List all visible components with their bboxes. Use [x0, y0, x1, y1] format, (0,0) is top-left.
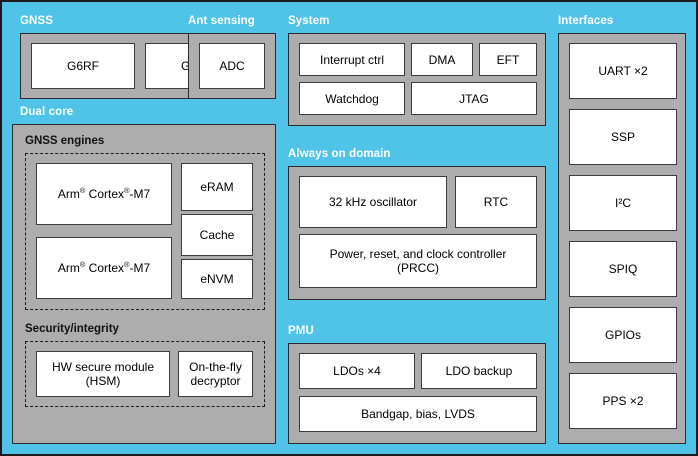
panel-always-on-domain: 32 kHz oscillator RTC Power, reset, and …: [288, 166, 546, 300]
panel-interfaces: UART ×2 SSP I²C SPIQ GPIOs PPS ×2: [558, 33, 686, 444]
section-label-dual-core: Dual core: [20, 106, 74, 118]
section-label-pmu: PMU: [288, 325, 314, 337]
block-eram[interactable]: eRAM: [181, 163, 253, 211]
section-label-interfaces: Interfaces: [558, 15, 614, 27]
prcc-line-1: Power, reset, and clock controller: [329, 247, 507, 261]
block-g6rf[interactable]: G6RF: [31, 43, 135, 89]
section-label-system: System: [288, 15, 330, 27]
block-prcc-label: Power, reset, and clock controller (PRCC…: [330, 247, 507, 275]
panel-system: Interrupt ctrl DMA EFT Watchdog JTAG: [288, 33, 546, 126]
section-label-ant-sensing: Ant sensing: [188, 15, 255, 27]
group-security-integrity: HW secure module (HSM) On-the-fly decryp…: [25, 341, 265, 407]
block-interrupt-ctrl[interactable]: Interrupt ctrl: [299, 43, 405, 76]
section-label-always-on-domain: Always on domain: [288, 148, 391, 160]
block-cortex-m7-b[interactable]: Arm® Cortex®-M7: [36, 237, 172, 299]
section-label-gnss: GNSS: [20, 15, 53, 27]
panel-dual-core: GNSS engines Arm® Cortex®-M7 Arm® Cortex…: [12, 124, 276, 444]
block-pps[interactable]: PPS ×2: [569, 373, 677, 429]
block-hw-secure-module-label: HW secure module (HSM): [52, 360, 154, 388]
block-gpios[interactable]: GPIOs: [569, 307, 677, 363]
block-i2c[interactable]: I²C: [569, 175, 677, 231]
otf-line-1: On-the-fly: [189, 360, 242, 374]
block-envm[interactable]: eNVM: [181, 259, 253, 299]
block-eft[interactable]: EFT: [479, 43, 537, 76]
block-uart[interactable]: UART ×2: [569, 43, 677, 99]
block-oscillator-32khz[interactable]: 32 kHz oscillator: [299, 176, 447, 228]
block-watchdog[interactable]: Watchdog: [299, 82, 405, 115]
group-gnss-engines: Arm® Cortex®-M7 Arm® Cortex®-M7 eRAM Cac…: [25, 153, 265, 310]
hsm-line-2: (HSM): [85, 374, 121, 388]
block-cortex-m7-a-label: Arm® Cortex®-M7: [57, 186, 151, 201]
block-cache[interactable]: Cache: [181, 214, 253, 256]
block-jtag[interactable]: JTAG: [411, 82, 537, 115]
group-label-security-integrity: Security/integrity: [25, 323, 119, 335]
block-cortex-m7-a[interactable]: Arm® Cortex®-M7: [36, 163, 172, 225]
block-rtc[interactable]: RTC: [455, 176, 537, 228]
block-hw-secure-module[interactable]: HW secure module (HSM): [36, 351, 170, 397]
block-spiq[interactable]: SPIQ: [569, 241, 677, 297]
group-label-gnss-engines: GNSS engines: [25, 135, 105, 147]
block-cortex-m7-b-label: Arm® Cortex®-M7: [57, 260, 151, 275]
block-on-the-fly-decryptor-label: On-the-fly decryptor: [189, 360, 242, 388]
block-dma[interactable]: DMA: [411, 43, 473, 76]
prcc-line-2: (PRCC): [397, 261, 439, 275]
otf-line-2: decryptor: [190, 374, 241, 388]
block-bandgap-bias-lvds[interactable]: Bandgap, bias, LVDS: [299, 396, 537, 432]
panel-ant-sensing: ADC: [188, 33, 276, 99]
panel-pmu: LDOs ×4 LDO backup Bandgap, bias, LVDS: [288, 343, 546, 444]
block-ssp[interactable]: SSP: [569, 109, 677, 165]
block-prcc[interactable]: Power, reset, and clock controller (PRCC…: [299, 234, 537, 288]
block-ldos[interactable]: LDOs ×4: [299, 353, 415, 389]
block-ldo-backup[interactable]: LDO backup: [421, 353, 537, 389]
block-on-the-fly-decryptor[interactable]: On-the-fly decryptor: [178, 351, 253, 397]
hsm-line-1: HW secure module: [51, 360, 155, 374]
block-adc[interactable]: ADC: [199, 43, 265, 89]
